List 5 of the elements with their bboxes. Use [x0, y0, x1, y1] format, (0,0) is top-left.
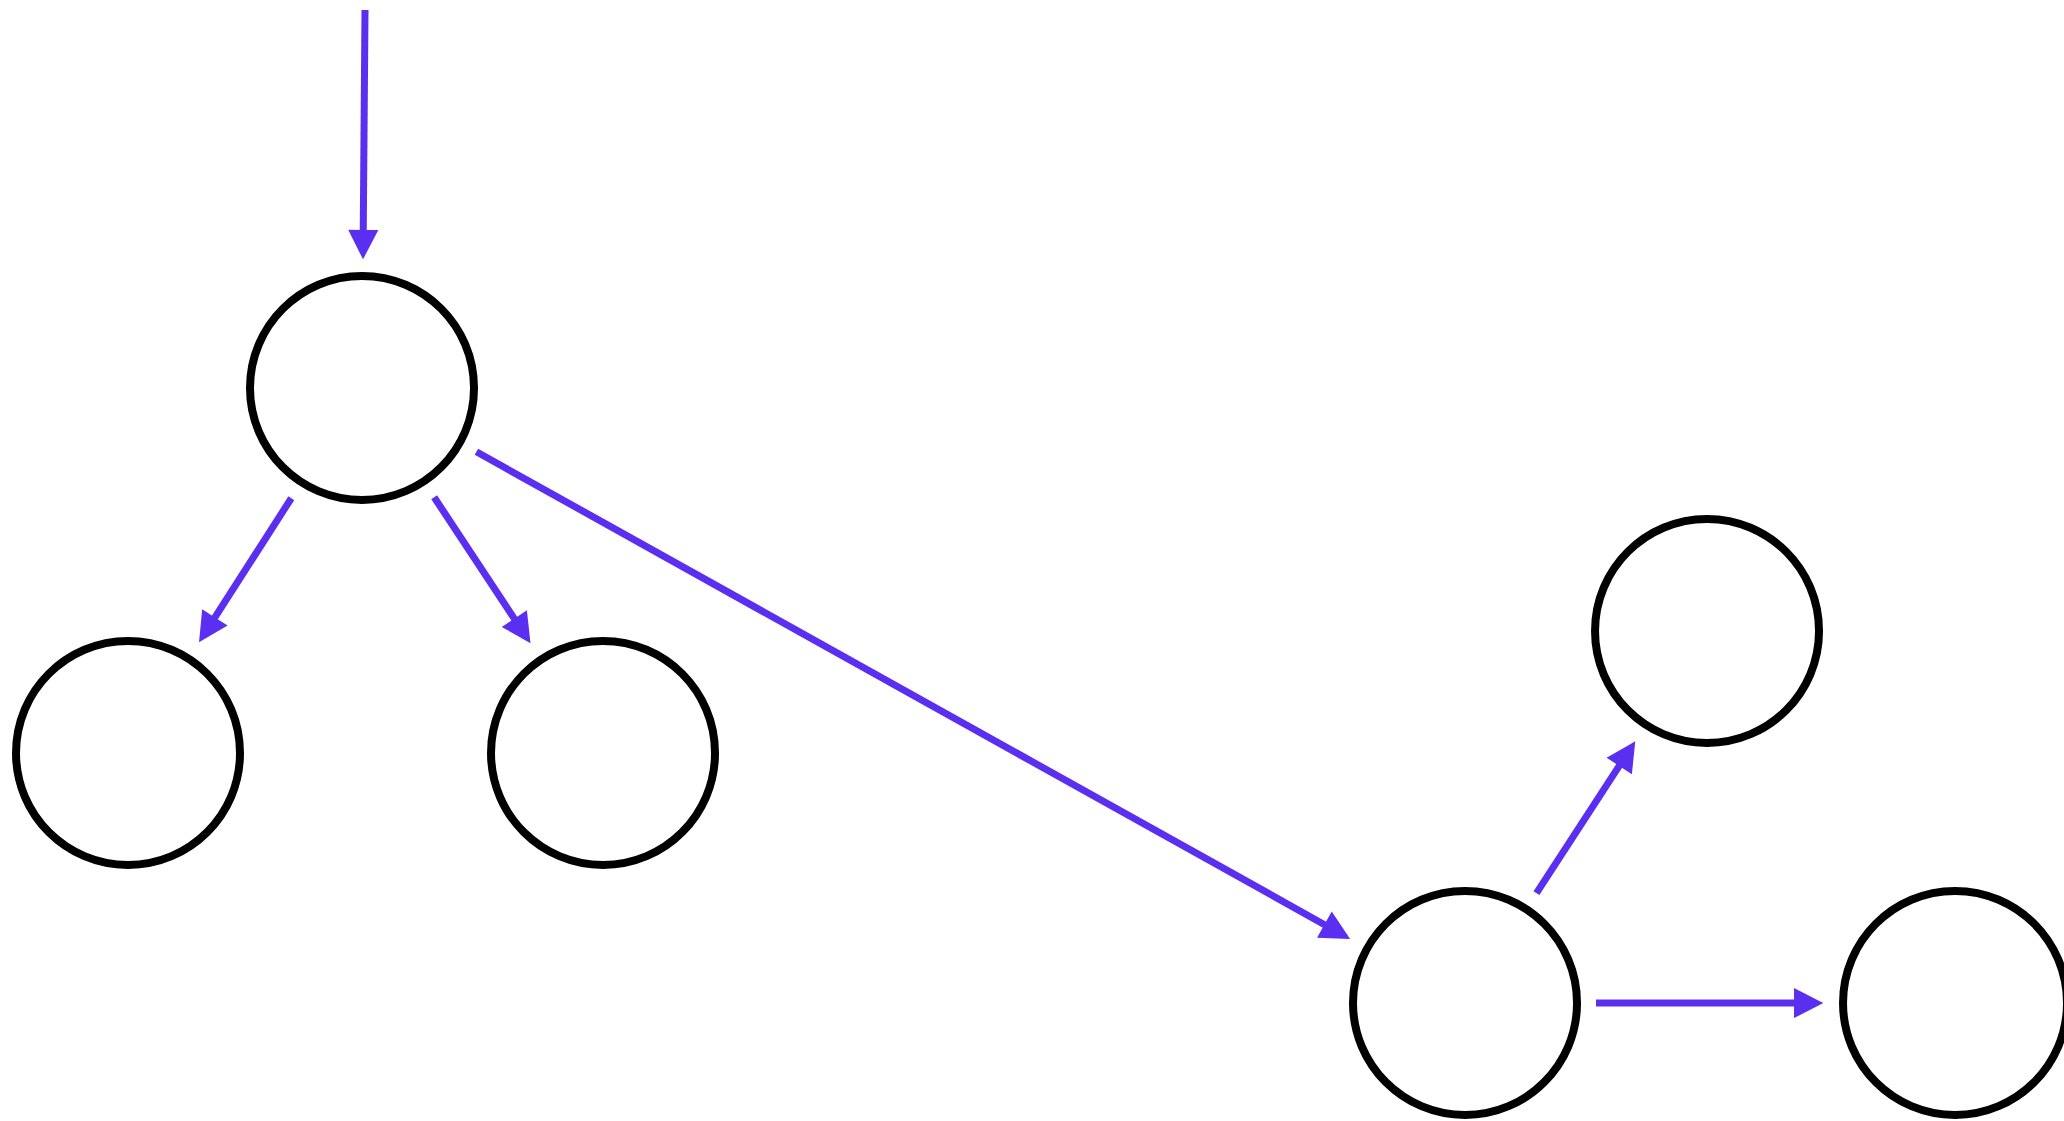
circle-node [487, 637, 719, 869]
circle-node [1349, 887, 1581, 1119]
circle-node [1591, 515, 1823, 747]
circle-node [12, 637, 244, 869]
circle-node [246, 272, 478, 504]
